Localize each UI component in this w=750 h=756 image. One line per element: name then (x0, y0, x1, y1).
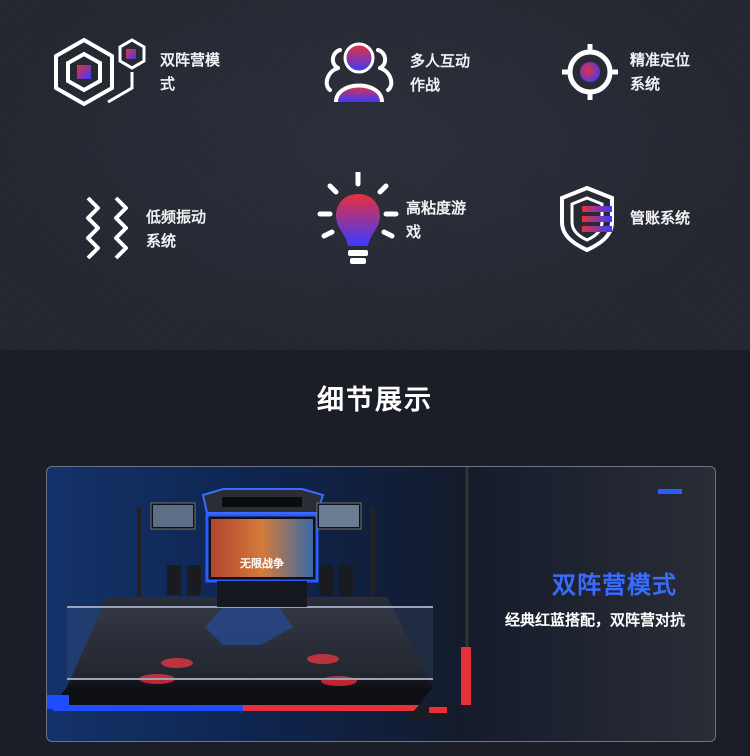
arena-image: 无限战争 (47, 467, 471, 719)
feature-item-multiplayer: 多人互动作战 (318, 40, 474, 106)
section-title: 细节展示 (317, 385, 433, 416)
detail-card: 无限战争 双阵营模式 经典红蓝搭配，双阵营对抗 (46, 466, 716, 742)
group-people-icon (324, 42, 394, 103)
shield-ledger-icon (560, 185, 614, 252)
hexagon-camp-icon (54, 37, 146, 107)
feature-item-engagement: 高粘度游戏 (316, 172, 470, 268)
feature-item-positioning: 精准定位系统 (560, 42, 694, 102)
feature-item-dual-camp: 双阵营模式 (50, 36, 224, 108)
crosshair-icon (562, 44, 618, 100)
detail-title: 双阵营模式 (552, 571, 677, 599)
lightbulb-icon (317, 172, 399, 264)
feature-label: 低频振动系统 (146, 208, 207, 250)
feature-label: 精准定位系统 (630, 51, 691, 93)
feature-label: 高粘度游戏 (406, 199, 467, 241)
blue-team-edge (53, 705, 243, 711)
feature-label: 双阵营模式 (160, 51, 221, 93)
accent-bar (658, 489, 682, 494)
feature-label: 多人互动作战 (410, 52, 471, 94)
feature-item-vibration: 低频振动系统 (80, 194, 220, 264)
features-panel (0, 0, 750, 350)
vibration-icon (86, 196, 128, 260)
screen-game-title: 无限战争 (239, 556, 284, 570)
detail-subtitle: 经典红蓝搭配，双阵营对抗 (504, 611, 685, 629)
feature-label: 管账系统 (630, 209, 691, 227)
red-team-edge (243, 705, 419, 711)
feature-item-accounting: 管账系统 (556, 184, 694, 252)
